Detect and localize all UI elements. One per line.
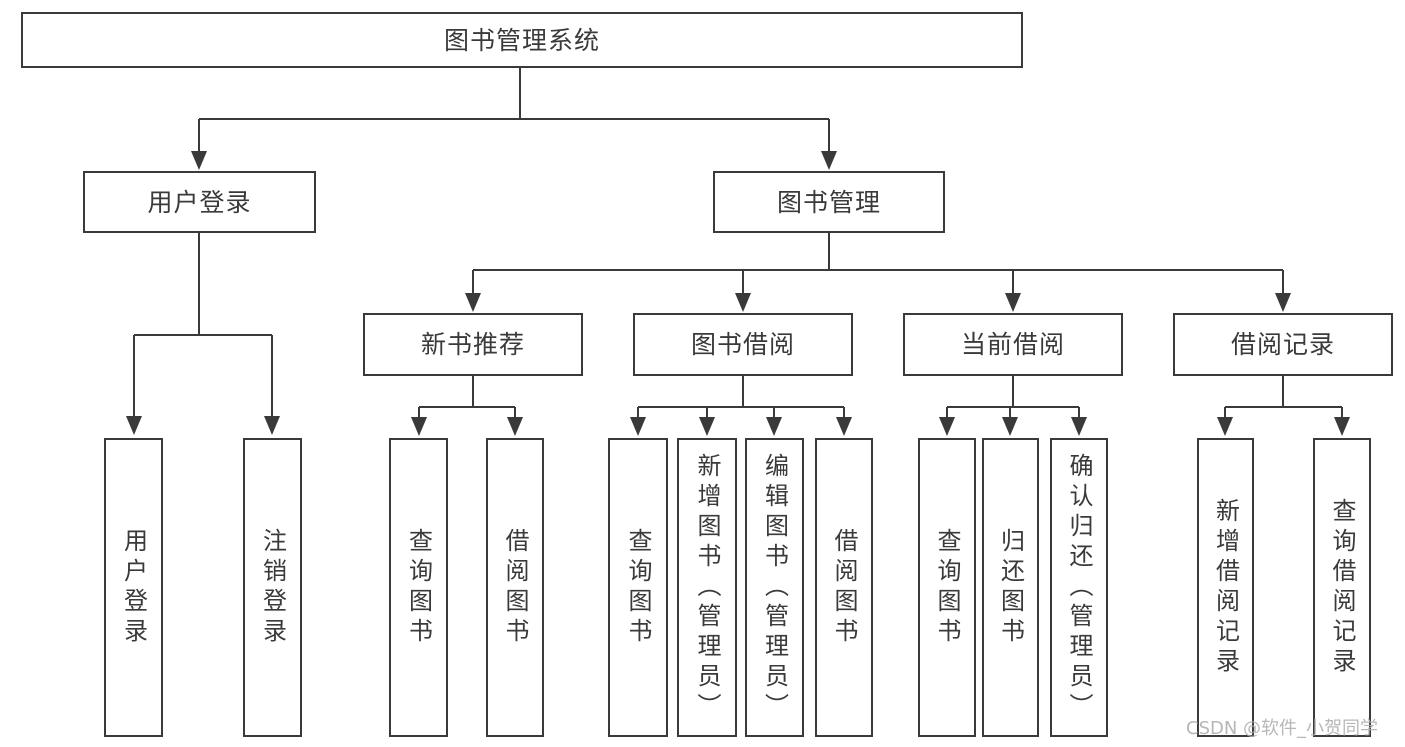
leaf-borrow-books-borrow: 借阅图书 <box>815 438 873 737</box>
leaf-label: 借阅图书 <box>501 527 529 648</box>
connector-line <box>134 333 272 337</box>
arrowhead-icon <box>836 417 852 436</box>
leaf-logout: 注销登录 <box>243 438 302 737</box>
arrowhead-icon <box>1275 293 1291 312</box>
node-borrow-records: 借阅记录 <box>1173 313 1393 376</box>
connector-arrow-stem <box>741 270 745 296</box>
leaf-return-books: 归还图书 <box>982 438 1039 737</box>
node-new-book-recommend: 新书推荐 <box>363 313 583 376</box>
leaf-label: 新增图书（管理员） <box>693 452 721 723</box>
arrowhead-icon <box>411 417 427 436</box>
node-book-borrow: 图书借阅 <box>633 313 853 376</box>
leaf-query-books-recommend: 查询图书 <box>389 438 448 737</box>
leaf-label: 新增借阅记录 <box>1211 497 1240 678</box>
leaf-add-borrow-record: 新增借阅记录 <box>1197 438 1254 737</box>
arrowhead-icon <box>191 151 207 170</box>
connector-line <box>827 233 831 270</box>
leaf-add-books-admin: 新增图书（管理员） <box>677 438 737 737</box>
connector-line <box>947 405 1079 409</box>
connector-arrow-stem <box>1008 407 1012 420</box>
leaf-label: 查询图书 <box>404 527 433 648</box>
connector-arrow-stem <box>1340 407 1344 420</box>
leaf-label: 编辑图书（管理员） <box>760 452 789 723</box>
leaf-borrow-books-recommend: 借阅图书 <box>486 438 544 737</box>
connector-arrow-stem <box>197 119 201 154</box>
arrowhead-icon <box>939 417 955 436</box>
leaf-label: 确认归还（管理员） <box>1065 452 1093 723</box>
connector-arrow-stem <box>132 335 136 419</box>
connector-arrow-stem <box>705 407 709 420</box>
connector-line <box>471 376 475 407</box>
arrowhead-icon <box>630 417 646 436</box>
arrowhead-icon <box>1334 417 1350 436</box>
connector-arrow-stem <box>1011 270 1015 296</box>
connector-arrow-stem <box>827 119 831 154</box>
leaf-query-borrow-record: 查询借阅记录 <box>1313 438 1371 737</box>
arrowhead-icon <box>1217 417 1233 436</box>
connector-line <box>1281 376 1285 407</box>
connector-arrow-stem <box>1077 407 1081 420</box>
node-borrow-records-label: 借阅记录 <box>1230 330 1335 359</box>
connector-line <box>419 405 515 409</box>
connector-line <box>1225 405 1342 409</box>
leaf-label: 查询借阅记录 <box>1328 497 1356 678</box>
leaf-query-books-current: 查询图书 <box>918 438 976 737</box>
node-new-book-recommend-label: 新书推荐 <box>420 330 525 359</box>
arrowhead-icon <box>735 293 751 312</box>
connector-arrow-stem <box>1281 270 1285 296</box>
arrowhead-icon <box>699 417 715 436</box>
node-current-borrow-label: 当前借阅 <box>960 330 1065 359</box>
arrowhead-icon <box>507 417 523 436</box>
leaf-label: 归还图书 <box>996 527 1025 648</box>
connector-arrow-stem <box>471 270 475 296</box>
arrowhead-icon <box>1002 417 1018 436</box>
arrowhead-icon <box>821 151 837 170</box>
node-book-management: 图书管理 <box>713 171 945 233</box>
connector-line <box>197 233 201 335</box>
connector-arrow-stem <box>636 407 640 420</box>
connector-line <box>741 376 745 407</box>
connector-arrow-stem <box>417 407 421 420</box>
connector-arrow-stem <box>513 407 517 420</box>
node-current-borrow: 当前借阅 <box>903 313 1123 376</box>
connector-line <box>199 117 829 121</box>
connector-arrow-stem <box>842 407 846 420</box>
connector-line <box>518 68 522 119</box>
node-book-management-label: 图书管理 <box>776 187 881 217</box>
arrowhead-icon <box>1071 417 1087 436</box>
arrowhead-icon <box>126 416 142 435</box>
node-user-login-label: 用户登录 <box>147 187 252 217</box>
arrowhead-icon <box>264 416 280 435</box>
node-user-login: 用户登录 <box>83 171 316 233</box>
leaf-label: 查询图书 <box>933 527 961 648</box>
leaf-query-books-borrow: 查询图书 <box>608 438 668 737</box>
arrowhead-icon <box>1005 293 1021 312</box>
watermark: CSDN @软件_小贺同学 <box>1186 718 1379 739</box>
leaf-confirm-return-admin: 确认归还（管理员） <box>1050 438 1108 737</box>
leaf-label: 注销登录 <box>258 527 287 648</box>
leaf-label: 借阅图书 <box>830 527 858 648</box>
node-root-label: 图书管理系统 <box>443 25 600 55</box>
leaf-edit-books-admin: 编辑图书（管理员） <box>745 438 804 737</box>
connector-line <box>473 268 1283 272</box>
connector-arrow-stem <box>1223 407 1227 420</box>
connector-arrow-stem <box>772 407 776 420</box>
connector-arrow-stem <box>270 335 274 419</box>
node-book-borrow-label: 图书借阅 <box>690 330 795 359</box>
node-root: 图书管理系统 <box>21 12 1023 68</box>
connector-line <box>1011 376 1015 407</box>
leaf-label: 用户登录 <box>119 527 148 648</box>
arrowhead-icon <box>766 417 782 436</box>
connector-line <box>638 405 844 409</box>
connector-arrow-stem <box>945 407 949 420</box>
arrowhead-icon <box>465 293 481 312</box>
leaf-label: 查询图书 <box>624 527 652 648</box>
leaf-user-login: 用户登录 <box>104 438 163 737</box>
